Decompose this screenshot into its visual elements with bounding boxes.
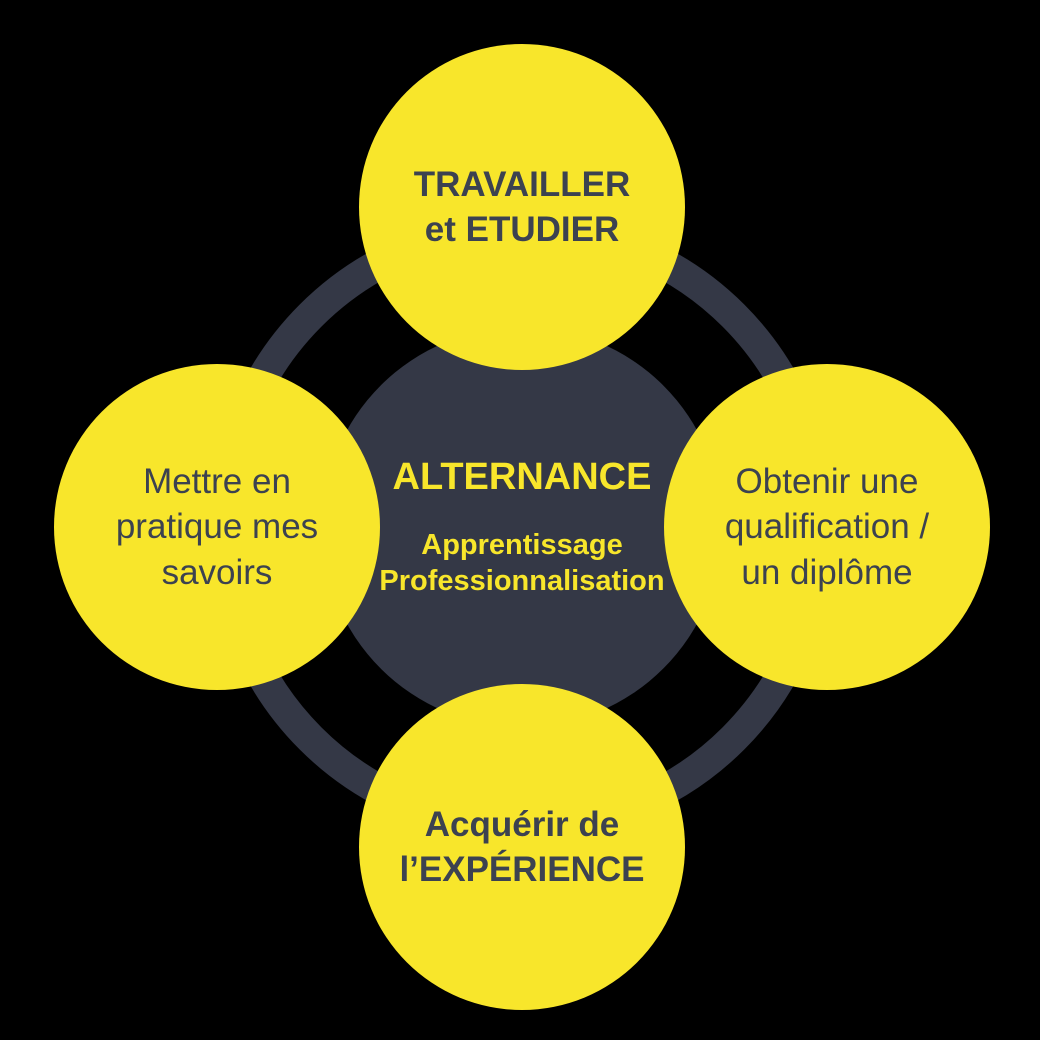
circle-mettre-en-pratique: Mettre en pratique mes savoirs (54, 364, 380, 690)
circle-top-line-2: et ETUDIER (424, 210, 620, 249)
diagram-title: ALTERNANCE (392, 455, 652, 498)
diagram-subtitle-line-1: Apprentissage (421, 528, 623, 561)
circle-right-line-3: un diplôme (741, 552, 913, 592)
circle-acquerir-experience: Acquérir de l’EXPÉRIENCE (359, 684, 685, 1010)
circle-bottom-line-1: Acquérir de (424, 804, 620, 844)
circle-travailler-et-etudier: TRAVAILLER et ETUDIER (359, 44, 685, 370)
circle-right-line-1: Obtenir une (735, 461, 919, 501)
circle-left-line-1: Mettre en (143, 461, 291, 501)
diagram-subtitle-line-2: Professionnalisation (379, 564, 665, 597)
circle-obtenir-qualification: Obtenir une qualification / un diplôme (664, 364, 990, 690)
circle-left-line-3: savoirs (161, 552, 273, 592)
circle-top-line-1: TRAVAILLER (413, 164, 631, 204)
center-circle (322, 327, 722, 727)
circle-left-line-2: pratique mes (115, 507, 319, 547)
circle-right-line-2: qualification / (724, 507, 930, 547)
circle-bottom-line-2: l’EXPÉRIENCE (399, 850, 645, 889)
center-label-group: ALTERNANCE Apprentissage Professionnalis… (312, 455, 732, 599)
